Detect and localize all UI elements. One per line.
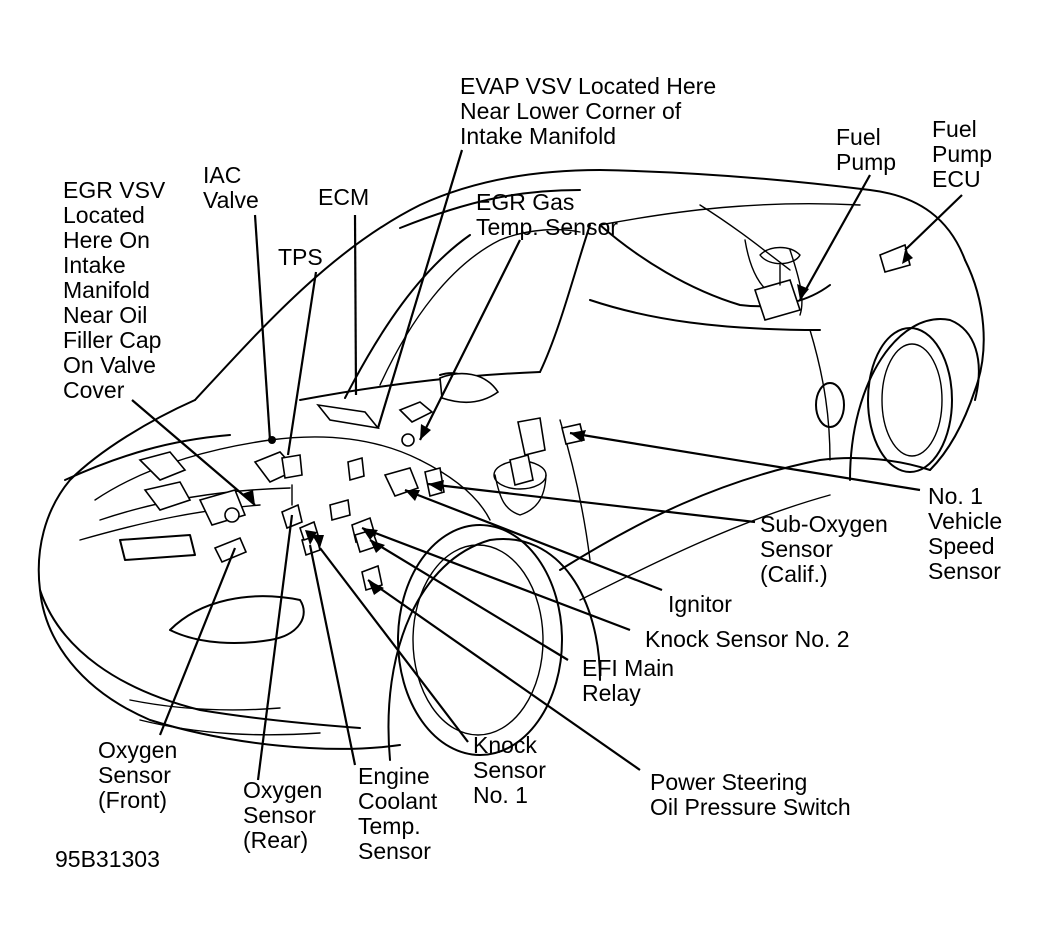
label-knock-sensor-1: Knock Sensor No. 1 bbox=[473, 732, 552, 808]
label-egr-vsv: EGR VSV Located Here On Intake Manifold … bbox=[63, 177, 172, 403]
label-oxygen-sensor-front: Oxygen Sensor (Front) bbox=[98, 737, 184, 813]
label-ignitor: Ignitor bbox=[668, 591, 732, 617]
label-oxygen-sensor-rear: Oxygen Sensor (Rear) bbox=[243, 777, 329, 853]
egr-gas-temp-sensor bbox=[398, 401, 434, 423]
labels: EVAP VSV Located Here Near Lower Corner … bbox=[55, 73, 1009, 872]
figure-id: 95B31303 bbox=[55, 846, 160, 872]
fuel-pump-ecu bbox=[879, 243, 911, 273]
label-ps-pressure-switch: Power Steering Oil Pressure Switch bbox=[650, 769, 851, 820]
throttle-position-sensor bbox=[281, 454, 303, 479]
label-egr-gas-temp: EGR Gas Temp. Sensor bbox=[476, 189, 618, 240]
label-knock-sensor-2: Knock Sensor No. 2 bbox=[645, 626, 850, 652]
label-vehicle-speed-sensor: No. 1 Vehicle Speed Sensor bbox=[928, 483, 1009, 584]
label-sub-oxygen-sensor: Sub-Oxygen Sensor (Calif.) bbox=[760, 511, 894, 587]
fuel-pump bbox=[753, 279, 802, 321]
label-fuel-pump-ecu: Fuel Pump ECU bbox=[932, 116, 998, 192]
ignitor-unit bbox=[383, 467, 420, 497]
label-iac-valve: IAC Valve bbox=[203, 162, 259, 213]
label-evap-vsv: EVAP VSV Located Here Near Lower Corner … bbox=[460, 73, 723, 149]
label-coolant-temp-sensor: Engine Coolant Temp. Sensor bbox=[358, 763, 444, 864]
label-tps: TPS bbox=[278, 244, 323, 270]
ps-pressure-switch bbox=[361, 564, 383, 592]
ecm-unit bbox=[316, 403, 380, 430]
label-fuel-pump: Fuel Pump bbox=[836, 124, 896, 175]
label-ecm: ECM bbox=[318, 184, 369, 210]
label-efi-main-relay: EFI Main Relay bbox=[582, 655, 680, 706]
oxygen-sensor-front bbox=[213, 536, 248, 564]
leader-lines bbox=[131, 149, 963, 781]
